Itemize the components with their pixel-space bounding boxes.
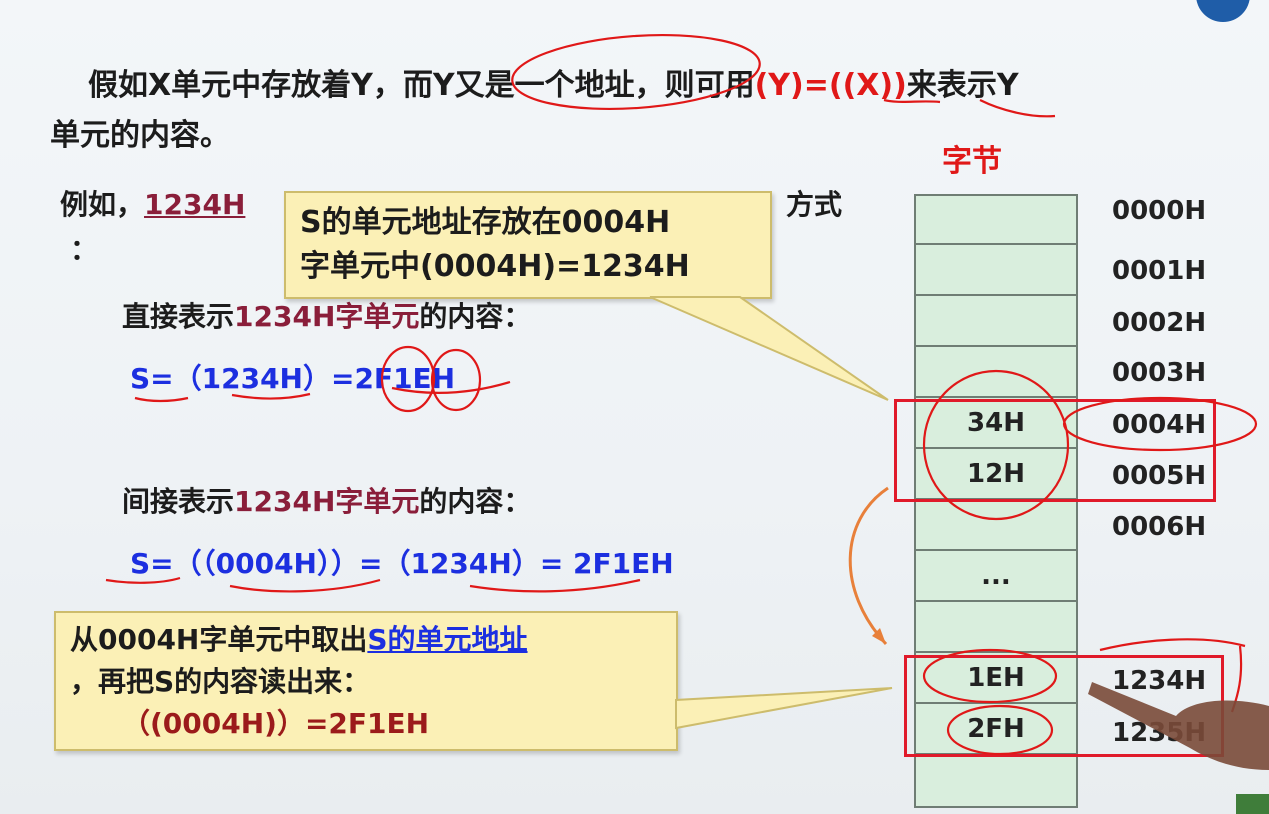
direct-label-c: 的内容： (419, 300, 532, 333)
example-suffix: 方式 (786, 188, 843, 221)
indirect-formula: S=（（0004H））=（1234H）= 2F1EH (130, 547, 674, 580)
memory-cell (914, 194, 1078, 245)
intro-text-b: Y又是一个地址 (432, 68, 635, 103)
indirect-label: 间接表示1234H字单元的内容： (122, 480, 531, 520)
callout-top-line-1: S的单元地址存放在0004H (300, 205, 671, 240)
callout-bottom-line-3: （(0004H)）=2F1EH (122, 707, 430, 740)
memory-cell (914, 500, 1078, 551)
address-label: 0003H (1112, 358, 1207, 388)
memory-cell (914, 296, 1078, 347)
intro-line-1: 假如X单元中存放着Y，而Y又是一个地址，则可用(Y)=((X))来表示Y (88, 60, 1019, 104)
direct-formula-b: 2F1EH (354, 362, 456, 395)
indirect-label-b: 1234H字单元 (234, 485, 420, 518)
intro-text-d: 来表示Y (906, 68, 1019, 103)
example-colon: ： (70, 233, 99, 266)
callout-bottom-text-a: 从0004H字单元中取出 (70, 623, 368, 656)
address-label: 0006H (1112, 512, 1207, 542)
address-label: 0001H (1112, 256, 1207, 286)
callout-bottom-line-1: 从0004H字单元中取出S的单元地址 (70, 619, 662, 661)
memory-cell (914, 602, 1078, 653)
underline-mark (134, 396, 189, 403)
highlight-box-1234H (904, 655, 1224, 757)
callout-top-pointer (649, 296, 889, 401)
memory-unit-label: 字节 (942, 144, 1002, 179)
direct-formula-a: S=（1234H）= (130, 362, 355, 395)
callout-bottom-line-2: ，再把S的内容读出来： (70, 665, 371, 698)
address-label: 0005H (1112, 461, 1207, 491)
intro-line-2: 单元的内容。 (50, 118, 230, 153)
address-label: 0000H (1112, 196, 1207, 226)
intro-text-a: 假如X单元中存放着Y，而 (88, 68, 433, 103)
callout-bottom-link[interactable]: S的单元地址 (367, 623, 528, 656)
example-line: 例如，1234H (60, 183, 245, 223)
memory-cell (914, 245, 1078, 296)
orange-arrow-head (872, 628, 886, 644)
memory-cell (914, 347, 1078, 398)
memory-cell (914, 755, 1078, 806)
plant-icon (1236, 794, 1269, 814)
memory-cell-ellipsis: ... (914, 551, 1078, 602)
callout-bottom-pointer (675, 687, 893, 730)
direct-label-b: 1234H字单元 (234, 300, 420, 333)
direct-label: 直接表示1234H字单元的内容： (122, 295, 531, 335)
orange-arrow (848, 486, 889, 646)
direct-label-a: 直接表示 (122, 300, 235, 333)
callout-top: S的单元地址存放在0004H 字单元中(0004H)=1234H (284, 191, 772, 299)
intro-formula: (Y)=((X)) (754, 68, 907, 103)
intro-text-c: ，则可用 (634, 68, 755, 103)
address-label: 0002H (1112, 308, 1207, 338)
indirect-label-a: 间接表示 (122, 485, 235, 518)
direct-formula: S=（1234H）=2F1EH (130, 357, 455, 397)
callout-top-line-2: 字单元中(0004H)=1234H (300, 249, 690, 284)
callout-bottom: 从0004H字单元中取出S的单元地址 ，再把S的内容读出来： （(0004H)）… (54, 611, 678, 751)
example-ref: 1234H (144, 188, 246, 221)
example-prefix: 例如， (60, 188, 145, 221)
highlight-box-0004H (894, 399, 1216, 502)
logo-icon (1196, 0, 1250, 22)
indirect-label-c: 的内容： (419, 485, 532, 518)
